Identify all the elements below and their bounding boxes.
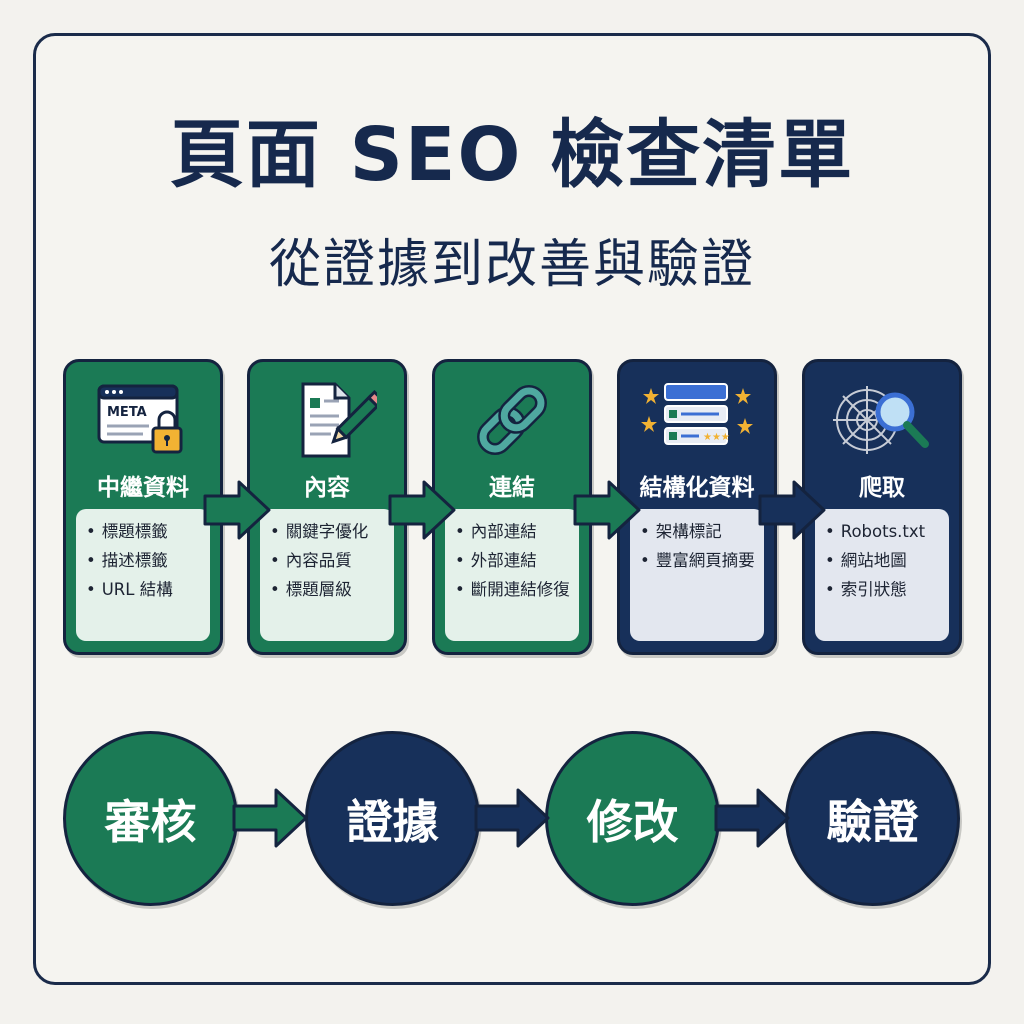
list-item: 內部連結 bbox=[455, 517, 573, 546]
card-list-content: 關鍵字優化 內容品質 標題層級 bbox=[260, 509, 394, 641]
arrow-right-icon bbox=[203, 480, 271, 540]
card-crawl: 爬取 Robots.txt 網站地圖 索引狀態 bbox=[802, 359, 962, 655]
page-title: 頁面 SEO 檢查清單 bbox=[169, 112, 855, 198]
card-title-crawl: 爬取 bbox=[859, 475, 905, 501]
arrow-right-icon bbox=[758, 480, 826, 540]
meta-icon-label: META bbox=[107, 405, 147, 420]
card-title-metadata: 中繼資料 bbox=[97, 475, 189, 501]
list-item: 標題層級 bbox=[270, 575, 388, 604]
rich-card-stars-icon: ★★★ bbox=[620, 376, 774, 464]
list-item: 標題標籤 bbox=[86, 517, 204, 546]
arrow-right-icon bbox=[474, 788, 550, 848]
card-list-structured-data: 架構標記 豐富網頁摘要 bbox=[630, 509, 764, 641]
list-item: 網站地圖 bbox=[825, 546, 943, 575]
card-list-links: 內部連結 外部連結 斷開連結修復 bbox=[445, 509, 579, 641]
web-magnifier-icon bbox=[805, 376, 959, 464]
card-metadata: META 中繼資料 標題標籤 描述標籤 URL 結構 bbox=[63, 359, 223, 655]
step-evidence: 證據 bbox=[305, 731, 480, 906]
page-subtitle: 從證據到改善與驗證 bbox=[268, 235, 755, 295]
list-item: 豐富網頁摘要 bbox=[640, 546, 758, 575]
list-item: 外部連結 bbox=[455, 546, 573, 575]
svg-text:★★★: ★★★ bbox=[703, 432, 730, 443]
chain-link-icon bbox=[435, 376, 589, 464]
step-modify: 修改 bbox=[545, 731, 720, 906]
card-structured-data: ★★★ 結構化資料 架構標記 豐富網頁摘要 bbox=[617, 359, 777, 655]
card-list-crawl: Robots.txt 網站地圖 索引狀態 bbox=[815, 509, 949, 641]
list-item: 內容品質 bbox=[270, 546, 388, 575]
card-title-links: 連結 bbox=[489, 475, 535, 501]
card-list-metadata: 標題標籤 描述標籤 URL 結構 bbox=[76, 509, 210, 641]
list-item: 索引狀態 bbox=[825, 575, 943, 604]
arrow-right-icon bbox=[714, 788, 790, 848]
card-title-structured-data: 結構化資料 bbox=[639, 475, 755, 501]
card-title-content: 內容 bbox=[304, 475, 350, 501]
card-links: 連結 內部連結 外部連結 斷開連結修復 bbox=[432, 359, 592, 655]
list-item: 斷開連結修復 bbox=[455, 575, 573, 604]
arrow-right-icon bbox=[232, 788, 308, 848]
meta-lock-icon: META bbox=[66, 376, 220, 464]
list-item: 描述標籤 bbox=[86, 546, 204, 575]
list-item: 關鍵字優化 bbox=[270, 517, 388, 546]
arrow-right-icon bbox=[388, 480, 456, 540]
step-audit: 審核 bbox=[63, 731, 238, 906]
step-verify: 驗證 bbox=[785, 731, 960, 906]
list-item: 架構標記 bbox=[640, 517, 758, 546]
document-pencil-icon bbox=[250, 376, 404, 464]
arrow-right-icon bbox=[573, 480, 641, 540]
list-item: Robots.txt bbox=[825, 517, 943, 546]
list-item: URL 結構 bbox=[86, 575, 204, 604]
